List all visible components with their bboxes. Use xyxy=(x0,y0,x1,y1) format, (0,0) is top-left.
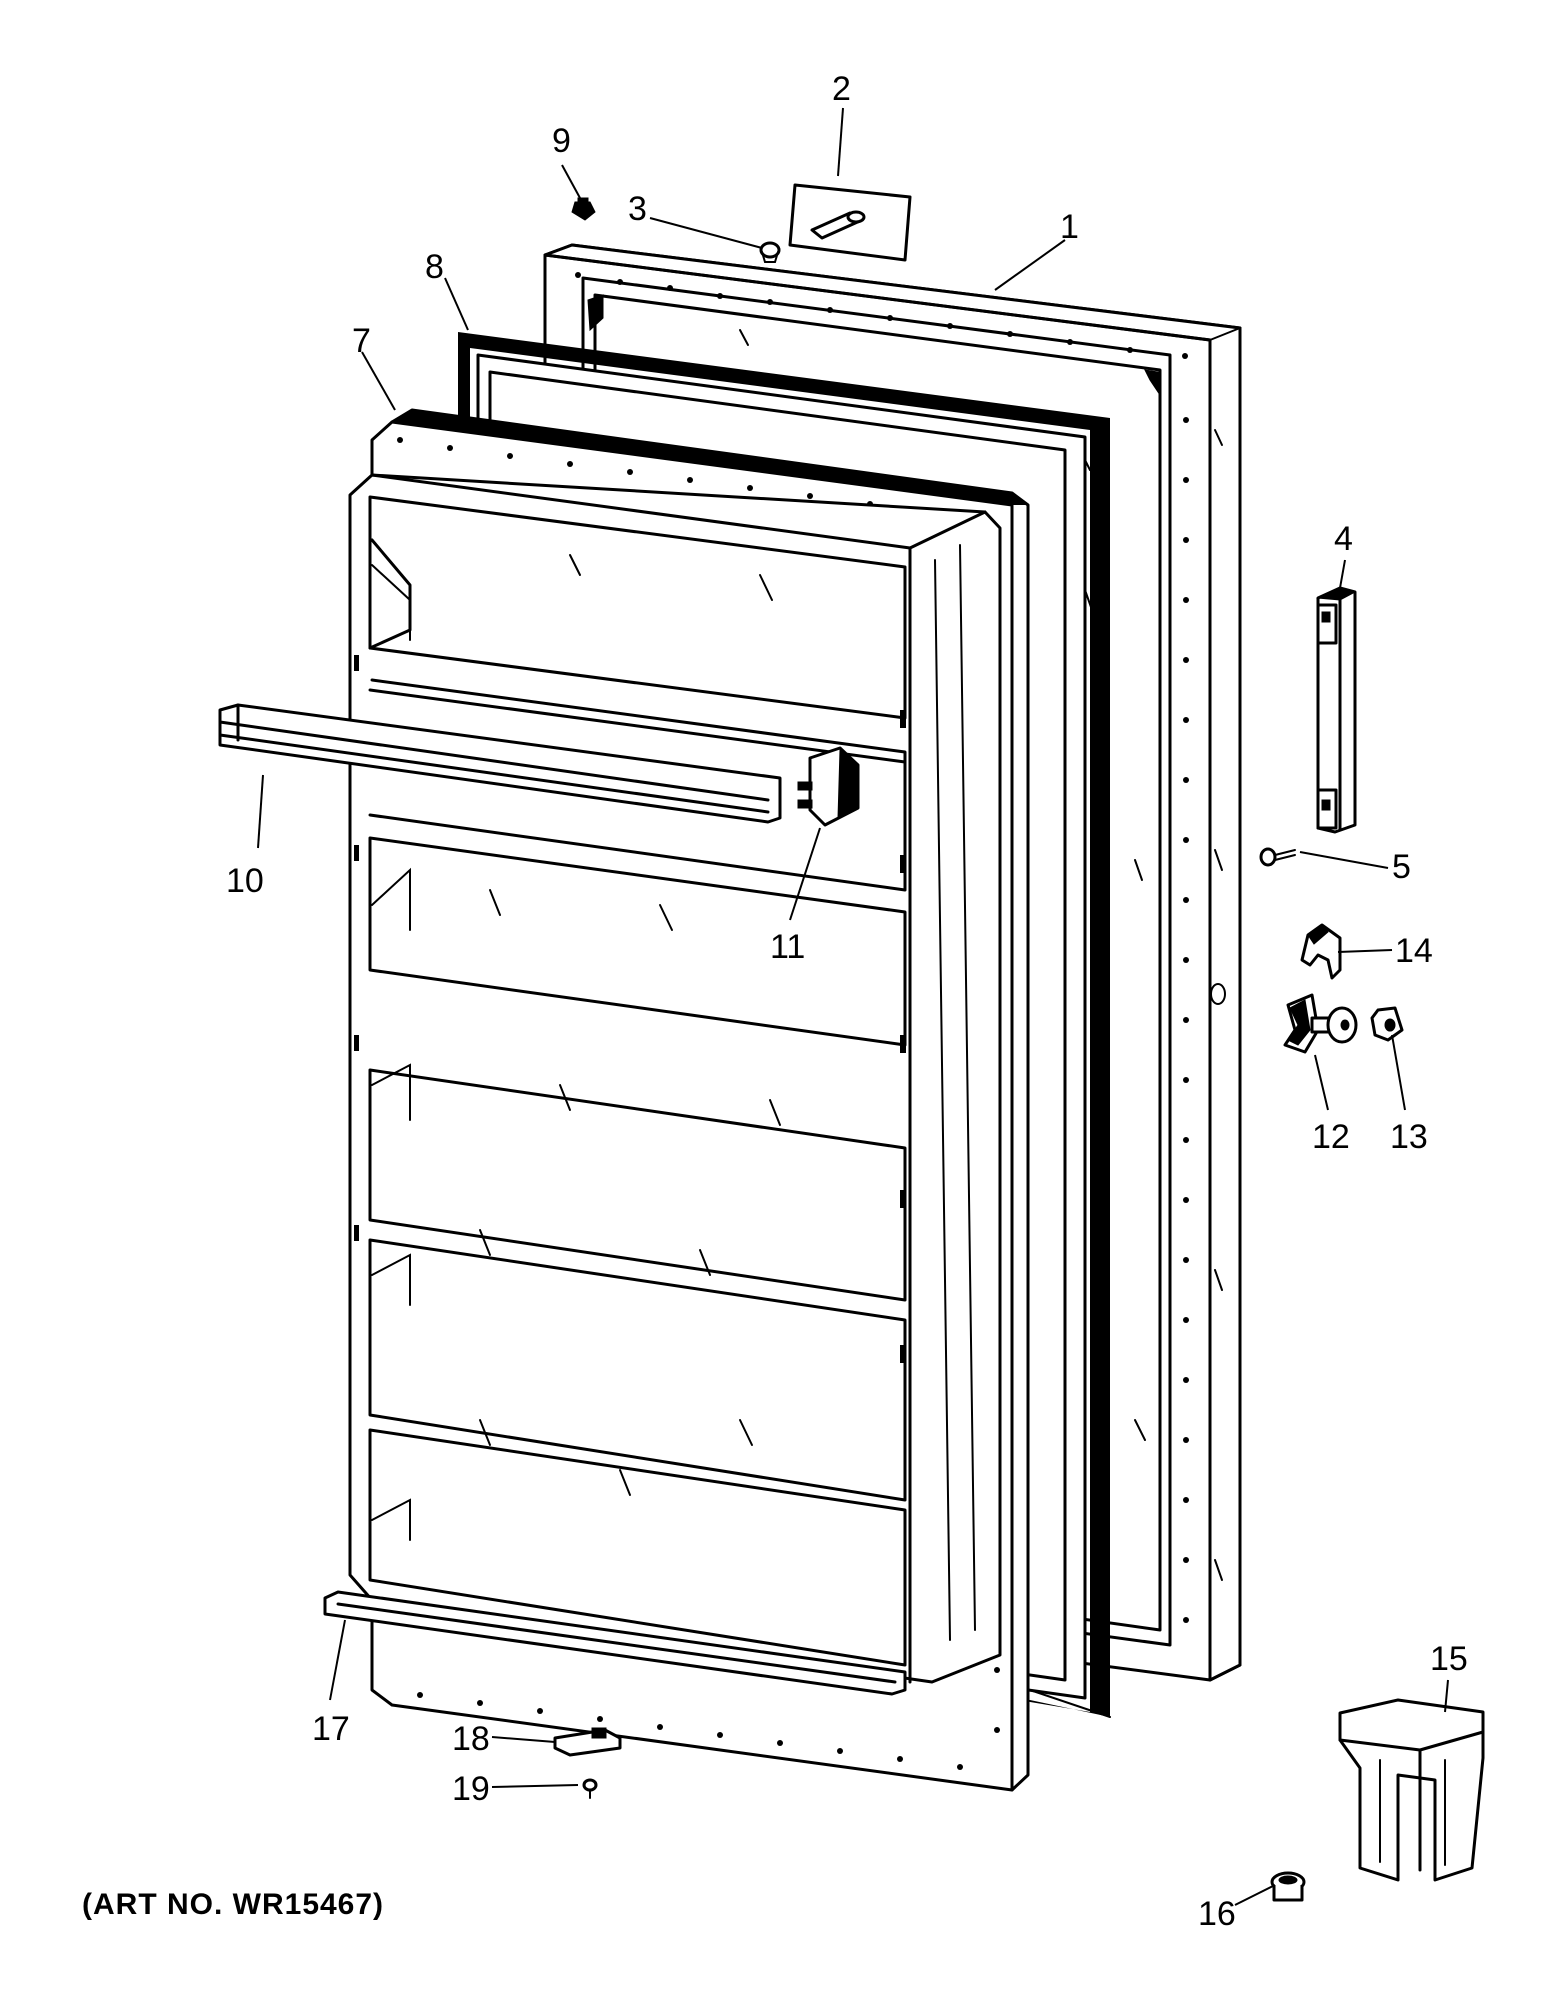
label-8[interactable]: 8 xyxy=(425,248,444,286)
door-handle[interactable] xyxy=(1316,586,1357,834)
latch-clip[interactable] xyxy=(1300,923,1342,980)
leader-lines xyxy=(257,107,1449,1906)
door-liner[interactable] xyxy=(348,408,1030,1792)
part-number-labels: 2 9 3 1 8 7 4 5 14 10 11 12 13 15 17 18 … xyxy=(226,70,1468,1933)
label-3[interactable]: 3 xyxy=(628,190,647,228)
rail-end-cap[interactable] xyxy=(797,746,860,827)
label-12[interactable]: 12 xyxy=(1312,1118,1350,1156)
hinge-top[interactable] xyxy=(788,183,912,262)
label-2[interactable]: 2 xyxy=(832,70,851,108)
hinge-cover[interactable] xyxy=(1338,1698,1485,1882)
label-17[interactable]: 17 xyxy=(312,1710,350,1748)
label-4[interactable]: 4 xyxy=(1334,520,1353,558)
art-number-caption: (ART NO. WR15467) xyxy=(82,1888,385,1921)
hinge-pin[interactable] xyxy=(1270,1871,1306,1902)
hinge-bushing[interactable] xyxy=(759,241,781,263)
bottom-bracket[interactable] xyxy=(553,1727,622,1757)
label-14[interactable]: 14 xyxy=(1395,932,1433,970)
hinge-pin-plug[interactable] xyxy=(571,197,596,221)
label-15[interactable]: 15 xyxy=(1430,1640,1468,1678)
stop-cap[interactable] xyxy=(1370,1006,1404,1042)
label-13[interactable]: 13 xyxy=(1390,1118,1428,1156)
label-16[interactable]: 16 xyxy=(1198,1895,1236,1933)
door-stop[interactable] xyxy=(1283,993,1358,1054)
label-5[interactable]: 5 xyxy=(1392,848,1411,886)
shelf-rail[interactable] xyxy=(218,703,782,824)
label-18[interactable]: 18 xyxy=(452,1720,490,1758)
handle-screw[interactable] xyxy=(1259,847,1296,867)
label-10[interactable]: 10 xyxy=(226,862,264,900)
label-7[interactable]: 7 xyxy=(352,322,371,360)
label-19[interactable]: 19 xyxy=(452,1770,490,1808)
bottom-rail[interactable] xyxy=(323,1590,907,1696)
label-1[interactable]: 1 xyxy=(1060,208,1079,246)
label-9[interactable]: 9 xyxy=(552,122,571,160)
label-11[interactable]: 11 xyxy=(770,928,805,966)
bracket-screw[interactable] xyxy=(582,1778,598,1799)
